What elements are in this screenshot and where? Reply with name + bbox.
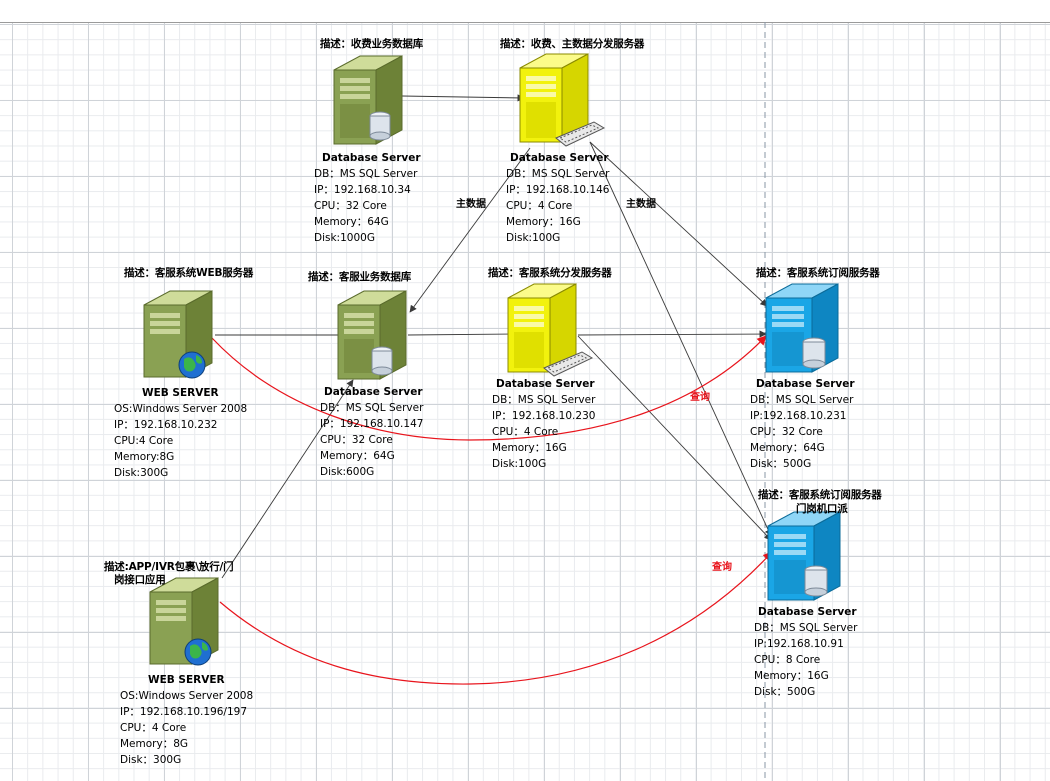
spec-line: Memory：8G xyxy=(120,738,189,750)
database-server-icon xyxy=(334,285,410,389)
top-bar xyxy=(0,0,1050,23)
spec-line: CPU：4 Core xyxy=(120,722,187,734)
spec-line: IP：192.168.10.147 xyxy=(320,418,424,430)
cs-dist-specs: DB：MS SQL Server IP：192.168.10.230 CPU：4… xyxy=(492,392,595,472)
spec-line: IP：192.168.10.196/197 xyxy=(120,706,248,718)
app-web-description-line2: 岗接口应用 xyxy=(114,574,166,586)
spec-line: CPU：32 Core xyxy=(750,426,823,438)
spec-line: OS:Windows Server 2008 xyxy=(120,690,254,702)
edge-dist-to-sub1 xyxy=(589,141,768,307)
spec-line: CPU：4 Core xyxy=(492,426,559,438)
edge-label-query: 查询 xyxy=(712,562,732,573)
spec-line: DB：MS SQL Server xyxy=(750,394,854,406)
cs-web-description: 描述：客服系统WEB服务器 xyxy=(124,267,254,279)
spec-line: DB：MS SQL Server xyxy=(754,622,858,634)
app-web-description: 描述:APP/IVR包裹\放行/门 xyxy=(104,561,234,573)
billing-db-title: Database Server xyxy=(322,152,421,164)
web-server-icon xyxy=(146,572,222,672)
distribution-server-icon xyxy=(516,46,608,162)
spec-line: Memory：16G xyxy=(754,670,829,682)
cs-web-specs: OS:Windows Server 2008 IP：192.168.10.232… xyxy=(114,401,247,481)
edge-label-master-data: 主数据 xyxy=(626,199,656,210)
spec-line: Memory：64G xyxy=(314,216,389,228)
cs-db-description: 描述：客服业务数据库 xyxy=(308,271,411,283)
spec-line: Memory：16G xyxy=(492,442,567,454)
spec-line: Disk:300G xyxy=(114,467,169,479)
cs-db-title: Database Server xyxy=(324,386,423,398)
edge-label-master-data: 主数据 xyxy=(456,199,486,210)
spec-line: IP：192.168.10.232 xyxy=(114,419,218,431)
spec-line: IP：192.168.10.146 xyxy=(506,184,610,196)
spec-line: IP：192.168.10.230 xyxy=(492,410,596,422)
spec-line: CPU：32 Core xyxy=(314,200,387,212)
query-edge-1 xyxy=(211,335,767,441)
edge-dist-to-csdb xyxy=(409,147,531,313)
cs-dist-title: Database Server xyxy=(496,378,595,390)
spec-line: Disk:1000G xyxy=(314,232,375,244)
spec-line: DB：MS SQL Server xyxy=(320,402,424,414)
database-server-icon xyxy=(330,48,406,154)
dist-server-description: 描述：收费、主数据分发服务器 xyxy=(500,38,645,50)
spec-line: Memory:8G xyxy=(114,451,175,463)
spec-line: OS:Windows Server 2008 xyxy=(114,403,248,415)
edge-dist-to-sub2 xyxy=(589,141,772,537)
spec-line: CPU：8 Core xyxy=(754,654,821,666)
spec-line: Disk：500G xyxy=(750,458,812,470)
spec-line: Disk:100G xyxy=(492,458,547,470)
edge-csdb-to-csdist xyxy=(407,330,517,338)
dist-server-title: Database Server xyxy=(510,152,609,164)
edge-csdist-to-sub1 xyxy=(577,330,767,338)
spec-line: CPU：4 Core xyxy=(506,200,573,212)
billing-db-description: 描述：收费业务数据库 xyxy=(320,38,423,50)
edge-app-to-csdb xyxy=(221,379,354,579)
subscription-server-icon xyxy=(764,504,844,608)
edge-csdist-to-sub2 xyxy=(577,335,772,541)
spec-line: IP:192.168.10.91 xyxy=(754,638,844,650)
billing-db-specs: DB：MS SQL Server IP：192.168.10.34 CPU：32… xyxy=(314,166,417,246)
spec-line: DB：MS SQL Server xyxy=(492,394,596,406)
spec-line: Disk：500G xyxy=(754,686,816,698)
spec-line: CPU:4 Core xyxy=(114,435,174,447)
cs-sub2-description-line2: 门岗机口派 xyxy=(796,503,848,515)
spec-line: Disk：300G xyxy=(120,754,182,766)
spec-line: Memory：64G xyxy=(750,442,825,454)
spec-line: DB：MS SQL Server xyxy=(506,168,610,180)
web-server-icon xyxy=(140,285,216,385)
spec-line: Disk:100G xyxy=(506,232,561,244)
app-web-specs: OS:Windows Server 2008 IP：192.168.10.196… xyxy=(120,688,253,768)
cs-sub1-description: 描述：客服系统订阅服务器 xyxy=(756,267,880,279)
cs-sub1-title: Database Server xyxy=(756,378,855,390)
cs-dist-description: 描述：客服系统分发服务器 xyxy=(488,267,612,279)
cs-sub1-specs: DB：MS SQL Server IP:192.168.10.231 CPU：3… xyxy=(750,392,853,472)
distribution-server-icon xyxy=(504,276,596,390)
spec-line: CPU：32 Core xyxy=(320,434,393,446)
edge-label-query: 查询 xyxy=(690,392,710,403)
spec-line: Memory：16G xyxy=(506,216,581,228)
spec-line: IP:192.168.10.231 xyxy=(750,410,847,422)
spec-line: Memory：64G xyxy=(320,450,395,462)
spec-line: DB：MS SQL Server xyxy=(314,168,418,180)
cs-db-specs: DB：MS SQL Server IP：192.168.10.147 CPU：3… xyxy=(320,400,423,480)
query-edge-2 xyxy=(219,551,773,685)
spec-line: Disk:600G xyxy=(320,466,375,478)
spec-line: IP：192.168.10.34 xyxy=(314,184,411,196)
subscription-server-icon xyxy=(762,276,842,380)
cs-sub2-description: 描述：客服系统订阅服务器 xyxy=(758,489,882,501)
dist-server-specs: DB：MS SQL Server IP：192.168.10.146 CPU：4… xyxy=(506,166,609,246)
cs-web-title: WEB SERVER xyxy=(142,387,219,399)
cs-sub2-specs: DB：MS SQL Server IP:192.168.10.91 CPU：8 … xyxy=(754,620,857,700)
cs-sub2-title: Database Server xyxy=(758,606,857,618)
app-web-title: WEB SERVER xyxy=(148,674,225,686)
edge-billing-to-dist xyxy=(401,94,525,102)
